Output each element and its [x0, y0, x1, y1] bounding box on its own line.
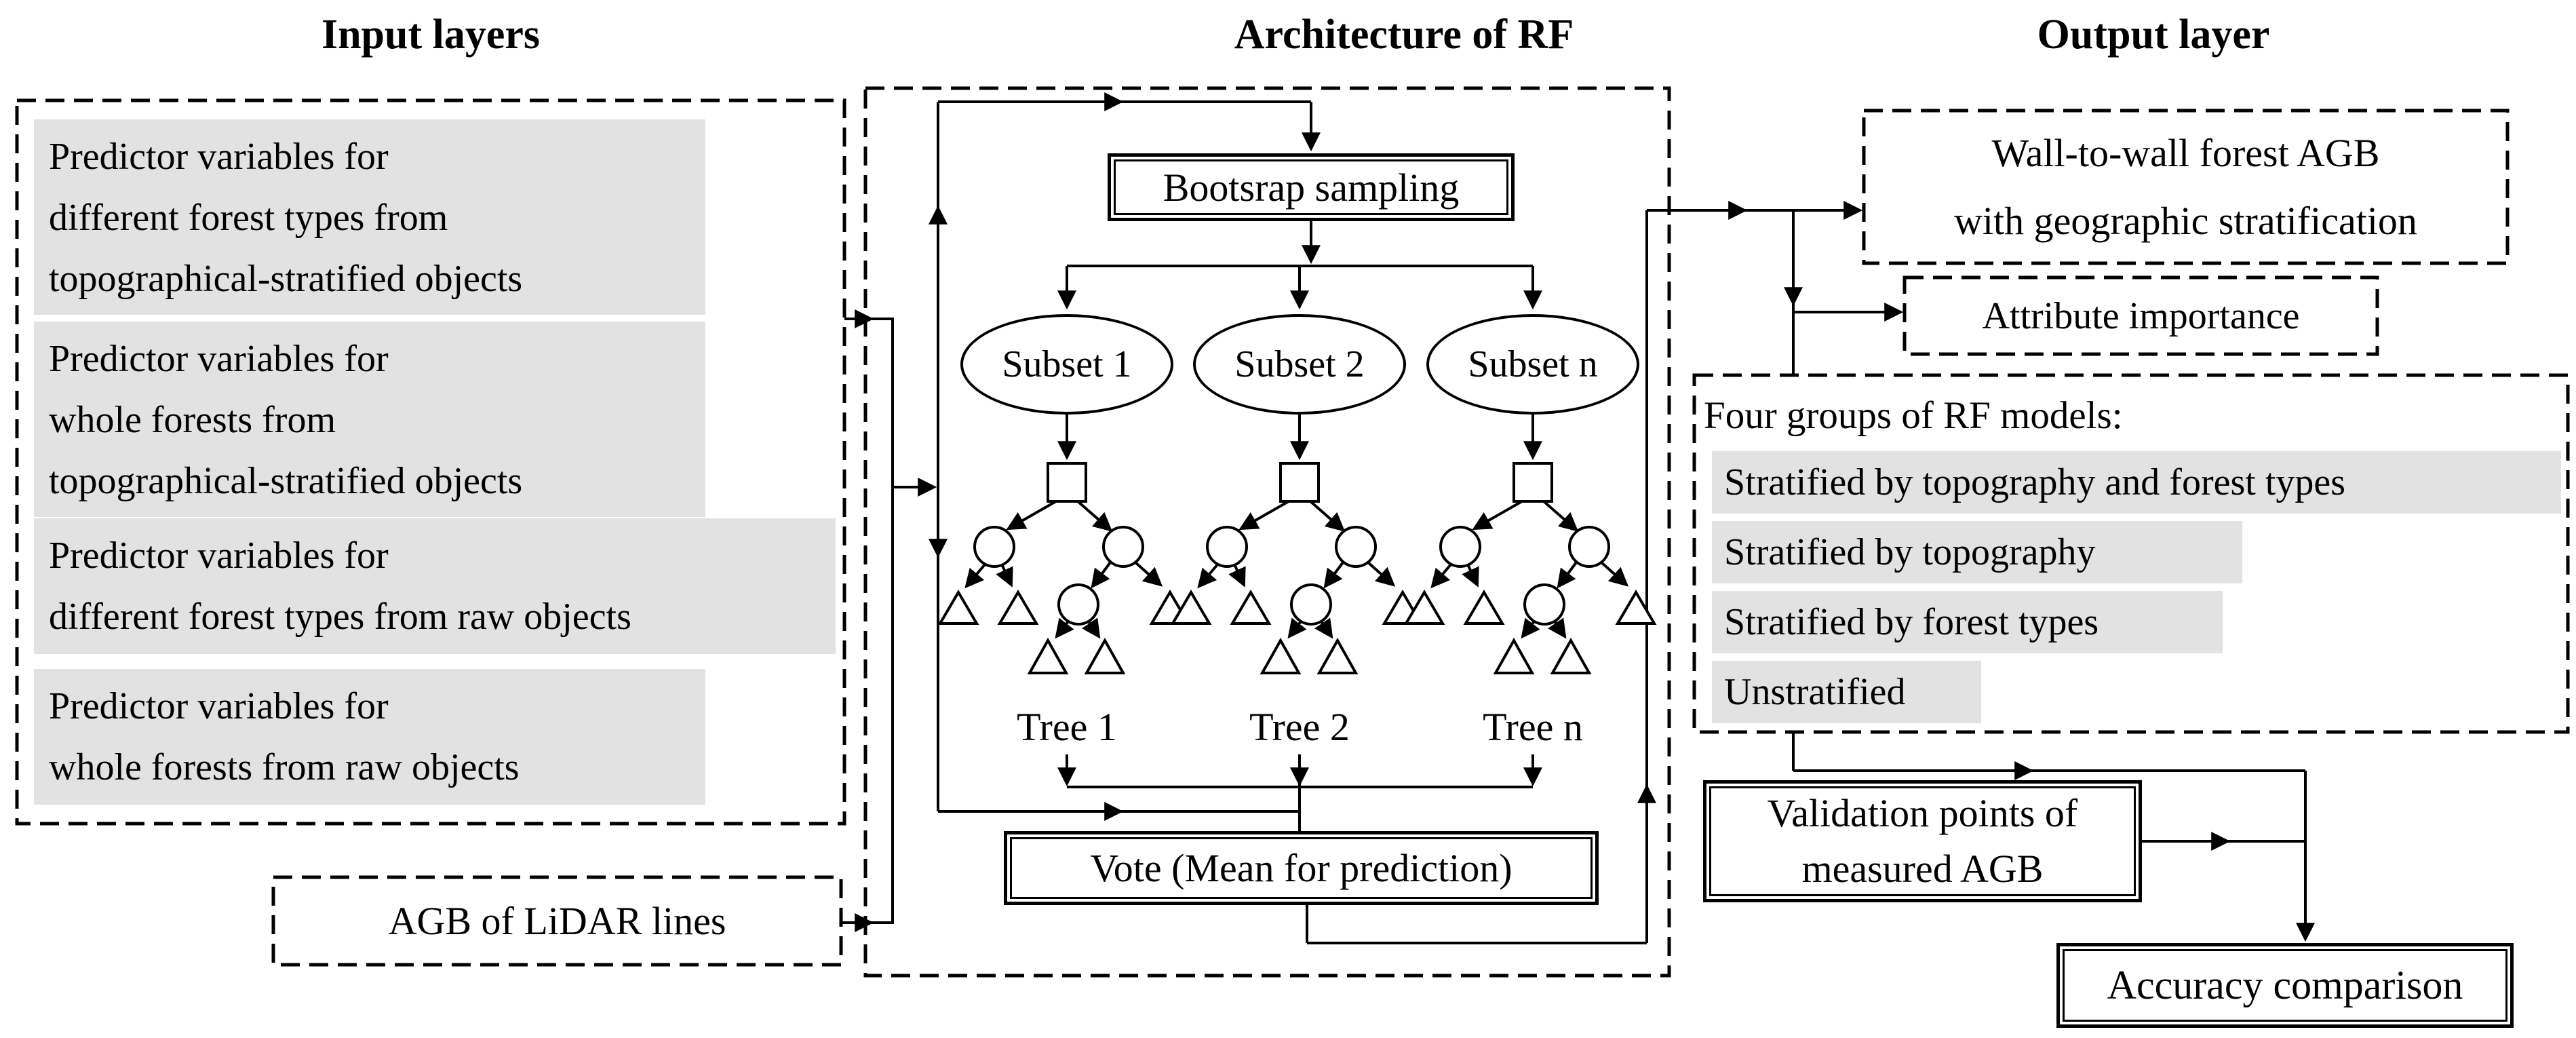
attribute-importance-box [1902, 275, 2379, 356]
predictor-block-3: Predictor variables for different forest… [34, 518, 836, 654]
agb-lidar-box [271, 875, 843, 967]
tree-n-label: Tree n [1483, 705, 1583, 749]
agb-lidar-label: AGB of LiDAR lines [388, 899, 726, 943]
input-layers-title: Input layers [321, 12, 541, 58]
rf-model-item-4: Unstratified [1712, 661, 1981, 723]
arrow-lines [841, 92, 2315, 944]
input-layers-box [15, 98, 846, 826]
tree-1-label: Tree 1 [1017, 705, 1117, 749]
architecture-title: Architecture of RF [1234, 12, 1574, 58]
rf-model-item-1: Stratified by topography and forest type… [1712, 451, 2561, 514]
architecture-box [863, 86, 1671, 978]
rf-model-item-3: Stratified by forest types [1712, 591, 2223, 653]
rf-model-item-2: Stratified by topography [1712, 521, 2242, 583]
predictor-block-1: Predictor variables for different forest… [34, 119, 705, 315]
predictor-block-4: Predictor variables for whole forests fr… [34, 669, 705, 805]
predictor-block-2: Predictor variables for whole forests fr… [34, 322, 705, 517]
accuracy-comparison-node: Accuracy comparison [2056, 943, 2514, 1028]
four-groups-title: Four groups of RF models: [1704, 394, 2123, 437]
subset-1-node: Subset 1 [960, 314, 1173, 415]
wall-to-wall-box [1862, 109, 2510, 265]
attribute-importance-label: Attribute importance [1982, 294, 2300, 337]
output-layer-title: Output layer [2037, 12, 2270, 58]
bootstrap-sampling-node: Bootsrap sampling [1108, 153, 1515, 221]
tree-2-label: Tree 2 [1249, 705, 1350, 749]
subset-2-node: Subset 2 [1193, 314, 1406, 415]
vote-node: Vote (Mean for prediction) [1004, 831, 1599, 905]
wall-to-wall-label: Wall-to-wall forest AGB with geographic … [1954, 130, 2417, 243]
four-groups-box [1692, 373, 2570, 734]
validation-points-node: Validation points of measured AGB [1703, 780, 2142, 902]
subset-n-node: Subset n [1426, 314, 1639, 415]
